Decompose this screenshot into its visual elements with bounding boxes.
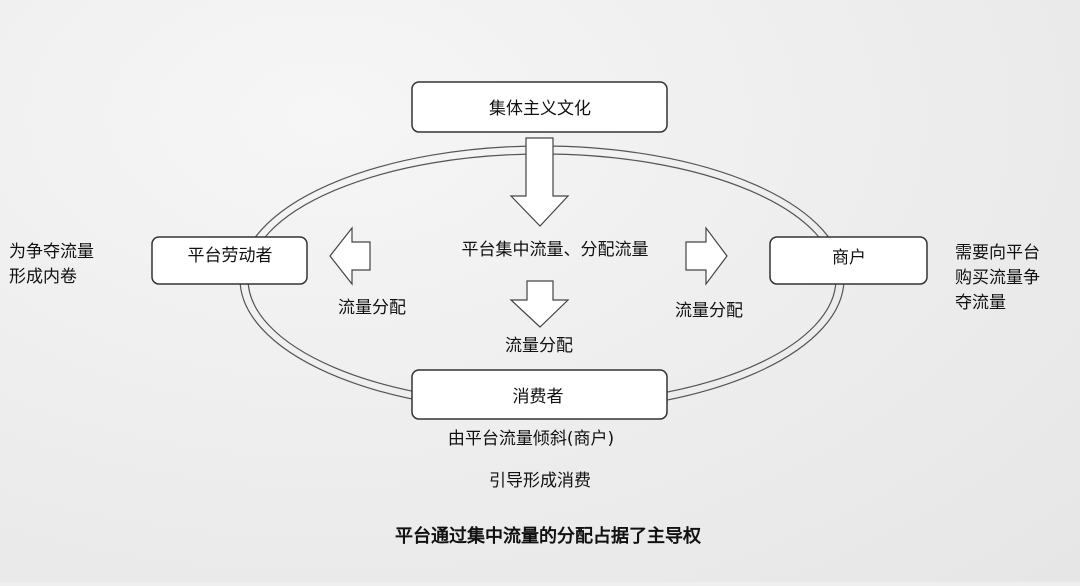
- consumer-caption-line1: 由平台流量倾斜(商户): [448, 429, 614, 449]
- node-platform-workers-label: 平台劳动者: [188, 246, 273, 266]
- node-merchants: [769, 236, 928, 285]
- node-collectivism-label: 集体主义文化: [489, 99, 591, 119]
- down-arrow-large: [509, 137, 570, 227]
- right-note-line2: 购买流量争: [955, 268, 1040, 288]
- right-arrow: [685, 226, 728, 286]
- diagram-caption: 平台通过集中流量的分配占据了主导权: [395, 525, 702, 547]
- node-collectivism: [411, 81, 668, 133]
- left-arrow: [329, 226, 371, 286]
- node-platform-workers: [151, 236, 308, 285]
- flow-label-left: 流量分配: [338, 298, 406, 318]
- node-merchants-label: 商户: [832, 248, 866, 268]
- down-arrow-small: [509, 280, 570, 328]
- node-consumers: [411, 369, 668, 420]
- node-consumers-label: 消费者: [513, 387, 564, 407]
- right-note-line3: 夺流量: [955, 293, 1006, 313]
- left-note-line2: 形成内卷: [9, 267, 77, 287]
- right-note-line1: 需要向平台: [955, 243, 1040, 263]
- consumer-caption-line2: 引导形成消费: [489, 471, 591, 491]
- center-label: 平台集中流量、分配流量: [462, 240, 649, 260]
- flow-label-right: 流量分配: [675, 301, 743, 321]
- flow-label-bottom: 流量分配: [505, 336, 573, 356]
- left-note-line1: 为争夺流量: [9, 242, 94, 262]
